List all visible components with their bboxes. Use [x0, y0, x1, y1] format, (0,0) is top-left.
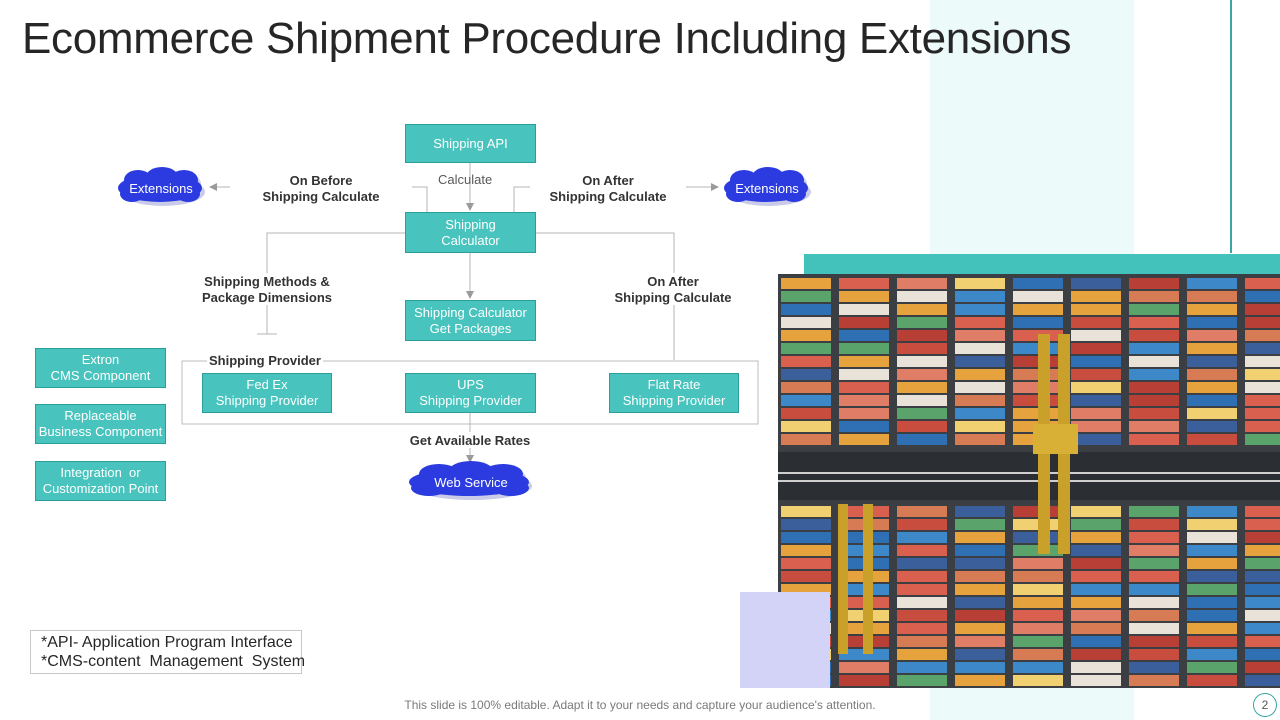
extensions-right-label: Extensions — [735, 180, 799, 196]
shipping-provider-label: Shipping Provider — [207, 353, 323, 369]
extron-cms-box: Extron CMS Component — [35, 348, 166, 388]
fedex-box: Fed Ex Shipping Provider — [202, 373, 332, 413]
container-port-photo — [778, 274, 1280, 688]
ups-box: UPS Shipping Provider — [405, 373, 536, 413]
abbreviation-legend: *API- Application Program Interface *CMS… — [30, 630, 306, 674]
flat-rate-box: Flat Rate Shipping Provider — [609, 373, 739, 413]
get-rates-label: Get Available Rates — [409, 433, 531, 448]
on-after-top-label: On After Shipping Calculate — [549, 173, 667, 204]
extensions-left-label: Extensions — [129, 180, 193, 196]
diagram-connectors — [181, 163, 759, 463]
get-packages-box: Shipping Calculator Get Packages — [405, 300, 536, 341]
accent-bar — [804, 254, 1280, 274]
shipping-provider-group — [181, 360, 759, 425]
shipping-methods-label: Shipping Methods & Package Dimensions — [201, 274, 333, 305]
web-service-label: Web Service — [434, 474, 508, 490]
page-number: 2 — [1253, 693, 1277, 717]
port-aerial-image — [778, 274, 1280, 688]
integration-customization-box: Integration or Customization Point — [35, 461, 166, 501]
on-after-right-label: On After Shipping Calculate — [614, 274, 732, 305]
shipping-calculator-box: Shipping Calculator — [405, 212, 536, 253]
replaceable-business-box: Replaceable Business Component — [35, 404, 166, 444]
accent-vertical-line — [1230, 0, 1232, 253]
slide-title: Ecommerce Shipment Procedure Including E… — [22, 14, 1072, 63]
decorative-square — [740, 592, 830, 688]
on-before-label: On Before Shipping Calculate — [262, 173, 380, 204]
calculate-label: Calculate — [438, 172, 493, 187]
legend-line-cms: *CMS-content Management System — [41, 653, 306, 670]
cloud-shape-right — [724, 167, 811, 206]
cloud-shape-left — [118, 167, 205, 206]
shipping-api-box: Shipping API — [405, 124, 536, 163]
cloud-shape-web — [409, 461, 532, 500]
legend-line-api: *API- Application Program Interface — [41, 634, 293, 651]
footer-note: This slide is 100% editable. Adapt it to… — [404, 698, 876, 712]
